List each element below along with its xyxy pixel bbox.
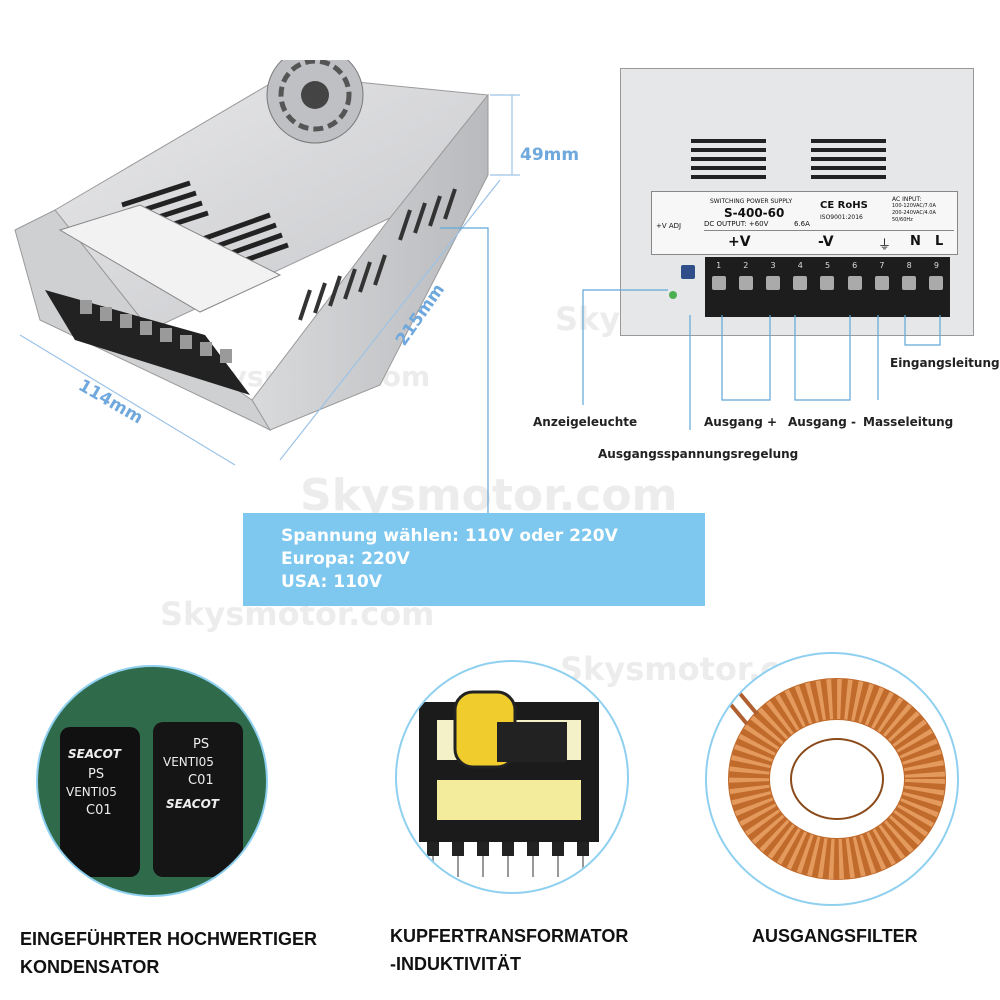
screw-icon — [902, 276, 917, 290]
terminal-strip: 1 2 3 4 5 6 7 8 9 — [705, 257, 950, 317]
brand-text: SWITCHING POWER SUPPLY — [710, 198, 793, 205]
voltage-selection-box: Spannung wählen: 110V oder 220V Europa: … — [243, 513, 705, 606]
ground-symbol-icon: ⏚ — [878, 238, 892, 253]
ac-line: 200-240VAC/4.0A — [892, 210, 936, 216]
terminal-number: 9 — [933, 261, 939, 270]
screw-icon — [738, 276, 753, 290]
current-text: 6.6A — [794, 220, 810, 228]
power-supply-front-view: +V ADJ SWITCHING POWER SUPPLY S-400-60 D… — [620, 68, 974, 336]
terminal-number: 3 — [770, 261, 776, 270]
callout-output-plus: Ausgang + — [704, 415, 778, 429]
cert-text: CE RoHS — [820, 200, 868, 211]
feature-caption-filter: AUSGANGSFILTER — [752, 922, 918, 950]
l-text: L — [935, 234, 944, 249]
terminal-screw: 5 — [817, 261, 837, 290]
vadj-text: +V ADJ — [656, 222, 682, 230]
power-supply-3d-image — [14, 60, 520, 466]
voltage-line-2: Europa: 220V — [281, 549, 410, 569]
terminal-number: 6 — [852, 261, 858, 270]
terminal-number: 1 — [716, 261, 722, 270]
screw-icon — [929, 276, 944, 290]
ac-line: 100-120VAC/7.0A — [892, 203, 936, 209]
toroid-filter-image — [705, 652, 959, 906]
dc-output-text: DC OUTPUT: +60V — [704, 220, 769, 228]
callout-input-line: Eingangsleitung — [890, 356, 1000, 370]
capacitor-series: PS — [88, 767, 105, 782]
capacitor-model: VENTI05 — [66, 785, 117, 799]
caption-line: KUPFERTRANSFORMATOR — [390, 926, 629, 946]
terminal-screw: 4 — [790, 261, 810, 290]
callout-lines — [440, 227, 941, 513]
terminal-number: 7 — [879, 261, 885, 270]
voltage-adjust-pot — [681, 265, 695, 279]
callout-indicator: Anzeigeleuchte — [533, 415, 638, 429]
ac-input-text: AC INPUT: — [892, 196, 922, 203]
screw-icon — [847, 276, 862, 290]
voltage-line-3: USA: 110V — [281, 572, 382, 592]
terminal-number: 2 — [743, 261, 749, 270]
feature-caption-capacitor: EINGEFÜHRTER HOCHWERTIGER KONDENSATOR — [20, 925, 317, 981]
capacitor-code: C01 — [188, 773, 214, 788]
watermark: Skysmotor.com — [300, 470, 678, 521]
screw-icon — [820, 276, 835, 290]
voltage-line-1: Spannung wählen: 110V oder 220V — [281, 526, 618, 546]
capacitor-code: C01 — [86, 803, 112, 818]
height-dimension-label: 49mm — [520, 145, 580, 165]
capacitor-brand: SEACOT — [68, 747, 121, 761]
toroid-coil-icon — [720, 678, 946, 880]
minus-v-text: -V — [818, 234, 834, 250]
vent — [691, 139, 766, 179]
terminal-number: 5 — [824, 261, 831, 270]
caption-line: EINGEFÜHRTER HOCHWERTIGER — [20, 929, 317, 949]
callout-voltage-adjust: Ausgangsspannungsregelung — [598, 447, 799, 461]
terminal-screw: 9 — [926, 261, 946, 290]
terminal-screw: 2 — [736, 261, 756, 290]
iso-text: ISO9001:2016 — [820, 214, 863, 221]
transformer-image — [395, 660, 629, 894]
model-text: S-400-60 — [724, 206, 785, 220]
n-text: N — [910, 234, 921, 249]
caption-line: AUSGANGSFILTER — [752, 926, 918, 946]
capacitor-brand: SEACOT — [166, 797, 219, 811]
plus-v-text: +V — [728, 234, 751, 250]
callout-output-minus: Ausgang - — [788, 415, 856, 429]
ac-line: 50/60Hz — [892, 217, 913, 223]
vent — [811, 139, 886, 179]
screw-icon — [793, 276, 808, 290]
callout-ground: Masseleitung — [863, 415, 954, 429]
screw-icon — [711, 276, 726, 290]
terminal-screw: 8 — [899, 261, 919, 290]
feature-caption-transformer: KUPFERTRANSFORMATOR -INDUKTIVITÄT — [390, 922, 628, 978]
capacitor-model: VENTI05 — [163, 755, 214, 769]
transformer-icon — [419, 690, 599, 877]
terminal-screw: 3 — [763, 261, 783, 290]
terminal-screw: 6 — [845, 261, 865, 290]
screw-icon — [766, 276, 781, 290]
caption-line: KONDENSATOR — [20, 957, 160, 977]
front-label: +V ADJ SWITCHING POWER SUPPLY S-400-60 D… — [651, 191, 958, 255]
terminal-screw: 7 — [872, 261, 892, 290]
caption-line: -INDUKTIVITÄT — [390, 954, 521, 974]
capacitor-series: PS — [193, 737, 210, 752]
terminal-screw: 1 — [709, 261, 729, 290]
screw-icon — [874, 276, 889, 290]
capacitor-image: SEACOT PS VENTI05 C01 PS VENTI05 C01 SEA… — [36, 665, 268, 897]
terminal-number: 4 — [797, 261, 803, 270]
terminal-number: 8 — [906, 261, 912, 270]
indicator-led — [669, 291, 677, 299]
